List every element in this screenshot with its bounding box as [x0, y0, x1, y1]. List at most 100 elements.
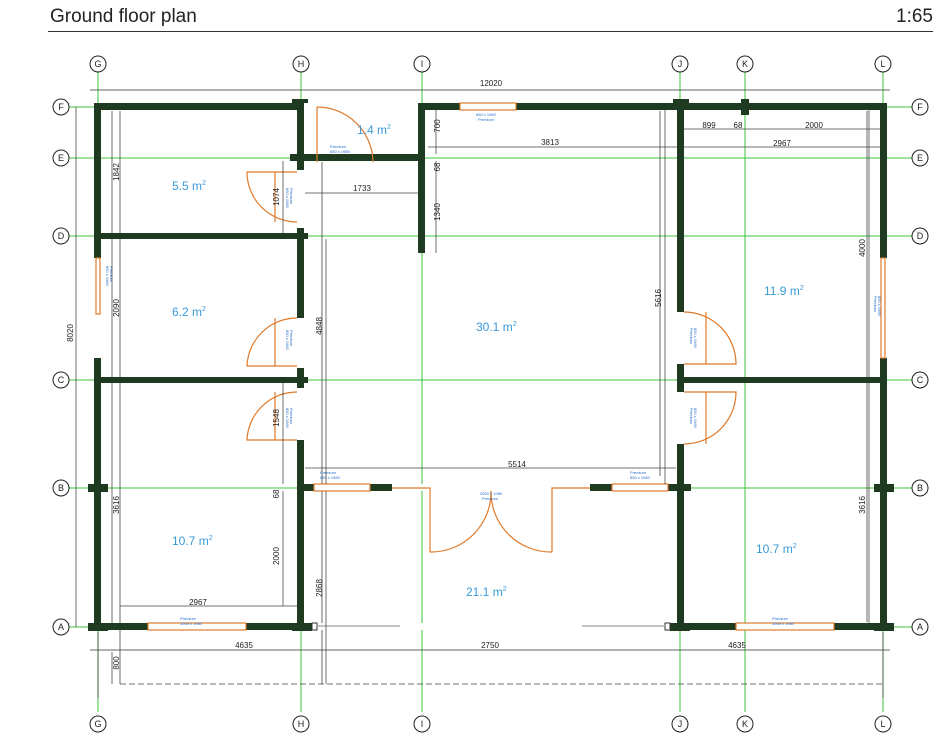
- axis-bubble-e-left: E: [52, 149, 70, 167]
- axis-label: A: [917, 622, 923, 632]
- glazing: [311, 622, 671, 631]
- opening-right-low-door: [677, 392, 684, 444]
- dim-1842: 1842: [112, 163, 121, 181]
- window-size-label: 850 x 1980: [105, 266, 110, 287]
- door-wc: [316, 106, 374, 163]
- axis-label: L: [880, 59, 885, 69]
- wall-right: [880, 103, 887, 631]
- door-left-low: [246, 391, 298, 441]
- window-type-label: Premium: [873, 296, 878, 313]
- opening-bed1-door: [297, 170, 304, 228]
- window-right: [880, 257, 886, 359]
- axis-label: F: [917, 102, 923, 112]
- window-bottom-left: [147, 622, 247, 631]
- window-bottom-right: [735, 622, 835, 631]
- door-bed2: [246, 317, 298, 367]
- room-area-wc: 1.4 m2: [357, 123, 391, 137]
- axis-label: G: [94, 59, 101, 69]
- door-type-label: Premium: [330, 144, 347, 149]
- axis-label: G: [94, 719, 101, 729]
- room-area-bed1: 5.5 m2: [172, 179, 206, 193]
- door-size-label: 850 x 1980: [693, 328, 698, 349]
- door-type-label: Premium: [689, 408, 694, 425]
- door-right-low: [683, 391, 737, 445]
- axis-bubble-f-right: F: [911, 98, 929, 116]
- axis-label: J: [678, 719, 683, 729]
- room-area-bed2: 6.2 m2: [172, 305, 206, 319]
- axis-bubble-j-top: J: [671, 55, 689, 73]
- axis-bubble-c-left: C: [52, 371, 70, 389]
- wall-c-right: [677, 377, 887, 383]
- opening-bed2-door: [297, 318, 304, 368]
- dim-68-low: 68: [272, 489, 281, 498]
- dim-700: 700: [433, 119, 442, 133]
- axis-label: B: [917, 483, 923, 493]
- post-a-j: [670, 623, 690, 631]
- post-a-h: [292, 623, 312, 631]
- dim-2090: 2090: [112, 299, 121, 317]
- axis-bubble-d-left: D: [52, 227, 70, 245]
- post-f-h: [292, 99, 308, 107]
- room-area-bed-right-bottom: 10.7 m2: [756, 542, 797, 556]
- post-b-right: [874, 484, 894, 492]
- axis-bubble-a-left: A: [52, 618, 70, 636]
- axis-bubble-c-right: C: [911, 371, 929, 389]
- opening-left-low-door: [297, 388, 304, 440]
- axis-label: I: [421, 59, 424, 69]
- door-size-label: 850 x 1980: [285, 408, 290, 429]
- axis-label: E: [917, 153, 923, 163]
- window-size-label: 850 x 1980: [877, 296, 882, 317]
- window-type-label: Premium: [180, 616, 197, 621]
- dim-5514: 5514: [508, 460, 526, 469]
- wall-e-middle: [290, 154, 425, 161]
- door-type-label: Premium: [289, 330, 294, 347]
- dim-1340: 1340: [433, 203, 442, 221]
- axis-label: H: [298, 719, 305, 729]
- axis-bubble-k-bottom: K: [736, 715, 754, 733]
- axis-bubble-a-right: A: [911, 618, 929, 636]
- wall-left: [94, 103, 101, 631]
- axis-bubble-i-bottom: I: [413, 715, 431, 733]
- door-size-label: 850 x 1980: [285, 330, 290, 351]
- door-size-label: 850 x 1980: [330, 149, 351, 154]
- axis-label: I: [421, 719, 424, 729]
- axis-bubble-d-right: D: [911, 227, 929, 245]
- terrace-door-type-label: Premium: [482, 496, 499, 501]
- dim-4635-right: 4635: [728, 641, 746, 650]
- axis-bubble-l-top: L: [874, 55, 892, 73]
- dim-overall-width: 12020: [480, 79, 503, 88]
- axis-bubble-b-left: B: [52, 479, 70, 497]
- door-terrace-left: [392, 487, 492, 553]
- axis-label: B: [58, 483, 64, 493]
- header-rule: [48, 31, 933, 32]
- dim-800: 800: [112, 656, 121, 670]
- window-left: [95, 257, 101, 315]
- dim-1074: 1074: [272, 188, 281, 206]
- inner-lines: [97, 111, 884, 698]
- opening-terrace-front: [312, 623, 670, 630]
- axis-bubble-g-top: G: [89, 55, 107, 73]
- opening-right-top-door: [677, 312, 684, 364]
- axis-label: C: [917, 375, 924, 385]
- axis-label: H: [298, 59, 305, 69]
- glazing-post: [664, 622, 671, 631]
- dimension-lines: [75, 89, 890, 684]
- dim-2868: 2868: [315, 579, 324, 597]
- windows: [95, 102, 886, 631]
- dim-2967-top: 2967: [773, 139, 791, 148]
- axis-label: K: [742, 59, 748, 69]
- door-swings: [246, 106, 737, 553]
- window-size-label: 850 x 1980: [630, 475, 651, 480]
- dim-2000-top: 2000: [805, 121, 823, 130]
- wall-top-right: [418, 103, 886, 110]
- axis-bubble-f-left: F: [52, 98, 70, 116]
- dim-68-top: 68: [734, 121, 743, 130]
- dim-1733: 1733: [353, 184, 371, 193]
- window-size-label: 1500 x 1980: [180, 621, 203, 626]
- wall-c-left: [94, 377, 308, 383]
- window-b-right: [611, 483, 669, 492]
- room-area-terrace: 21.1 m2: [466, 585, 507, 599]
- terrace-door-size-label: 3000 x 1980: [480, 491, 503, 496]
- axis-label: F: [58, 102, 64, 112]
